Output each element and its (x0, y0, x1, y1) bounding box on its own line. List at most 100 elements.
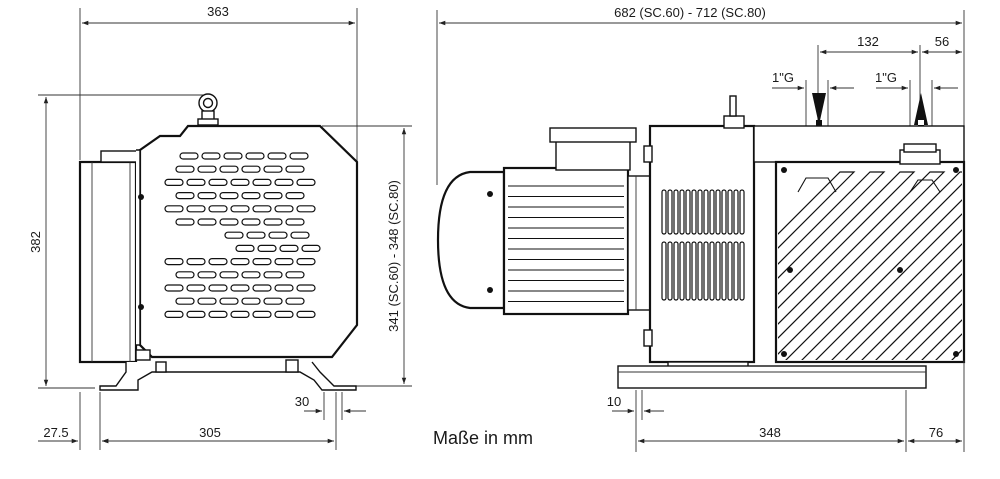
dim-label-foot-gap: 30 (295, 394, 309, 409)
vent-slot (241, 192, 261, 200)
dimension-port-distance: 132 (817, 34, 921, 170)
vent-slot (230, 205, 250, 213)
housing-slot (661, 241, 667, 301)
cover-stripe (831, 229, 962, 360)
vent-slot (257, 244, 277, 252)
vent-slot (164, 258, 184, 266)
housing-slot (697, 189, 703, 235)
vent-slot (186, 178, 206, 186)
vent-slot (197, 165, 217, 173)
vent-slot (175, 297, 195, 305)
vent-slot (219, 165, 239, 173)
vent-slot (285, 192, 305, 200)
dimension-foot-offset: 27.5 (38, 392, 120, 450)
vent-slot (219, 297, 239, 305)
vent-slot (285, 271, 305, 279)
cover-stripe (861, 259, 962, 360)
dimension-side-width: 363 (79, 4, 358, 175)
cover-stripe (778, 171, 946, 339)
dim-label-base-offset: 10 (607, 394, 621, 409)
vent-slot (289, 152, 309, 160)
vent-slot (241, 271, 261, 279)
vent-slot (252, 178, 272, 186)
housing-slot (733, 189, 739, 235)
vent-slot (208, 205, 228, 213)
inlet-flow-arrow (812, 93, 826, 140)
cover-stripe (801, 199, 962, 360)
vent-slot (274, 258, 294, 266)
vent-slot (164, 178, 184, 186)
cover-stripes (778, 171, 962, 360)
motor (436, 166, 651, 316)
dimension-port-offset: 56 (922, 34, 962, 55)
vent-slot (267, 152, 287, 160)
vent-slot (197, 192, 217, 200)
outlet-flow-arrow (914, 93, 928, 146)
housing-slot (727, 241, 733, 301)
side-view: 363 382 341 (SC.60) - 348 (SC.80) (28, 4, 412, 450)
vent-slot (223, 152, 243, 160)
vent-slot (241, 297, 261, 305)
vent-slot (285, 297, 305, 305)
vent-slot (246, 231, 266, 239)
dim-label-outlet-thread: 1"G (875, 70, 897, 85)
housing-slots (661, 189, 745, 301)
fan-cover-slots (164, 152, 321, 318)
vent-slot (219, 271, 239, 279)
pump-housing (643, 95, 965, 364)
vent-slot (197, 271, 217, 279)
housing-slot (715, 241, 721, 301)
vent-slot (252, 310, 272, 318)
vent-slot (208, 284, 228, 292)
vent-slot (263, 218, 283, 226)
housing-slot (685, 241, 691, 301)
motor-fins (508, 185, 624, 303)
vent-slot (186, 258, 206, 266)
dimension-base-offset: 10 (607, 390, 664, 452)
vent-slot (197, 297, 217, 305)
vent-slot (296, 178, 316, 186)
vent-slot (208, 178, 228, 186)
vent-slot (296, 310, 316, 318)
vent-slot (301, 244, 321, 252)
dim-label-side-width: 363 (207, 4, 229, 19)
vent-slot (245, 152, 265, 160)
vent-slot (208, 310, 228, 318)
motor-flange (78, 160, 138, 364)
vent-slot (263, 271, 283, 279)
vent-slot (290, 231, 310, 239)
vent-slot (263, 192, 283, 200)
dimension-side-height-right: 341 (SC.60) - 348 (SC.80) (322, 125, 412, 387)
housing-slot (691, 241, 697, 301)
dimension-foot-span: 305 (102, 425, 334, 444)
vent-slot (230, 310, 250, 318)
housing-slot (709, 189, 715, 235)
vent-slot (279, 244, 299, 252)
cover-stripe (778, 171, 886, 279)
vent-slot (268, 231, 288, 239)
dim-label-base-end: 76 (929, 425, 943, 440)
vent-slot (186, 284, 206, 292)
eye-bolt (197, 93, 219, 126)
vent-slot (219, 192, 239, 200)
vent-slot (241, 218, 261, 226)
rotor-cover (774, 143, 966, 364)
vent-slot (230, 258, 250, 266)
vent-slot (252, 205, 272, 213)
housing-slot (685, 189, 691, 235)
housing-slot (673, 189, 679, 235)
housing-slot (709, 241, 715, 301)
vent-slot (230, 178, 250, 186)
vent-slot (285, 165, 305, 173)
vent-slot (274, 178, 294, 186)
dim-label-total-length: 682 (SC.60) - 712 (SC.80) (614, 5, 766, 20)
base-plate (617, 361, 927, 389)
vent-slot (285, 218, 305, 226)
vent-slot (208, 258, 228, 266)
vent-slot (219, 218, 239, 226)
dimension-base-end: 76 (908, 425, 962, 444)
dim-label-port-offset: 56 (935, 34, 949, 49)
vent-slot (296, 284, 316, 292)
housing-slot (721, 189, 727, 235)
vent-slot (230, 284, 250, 292)
